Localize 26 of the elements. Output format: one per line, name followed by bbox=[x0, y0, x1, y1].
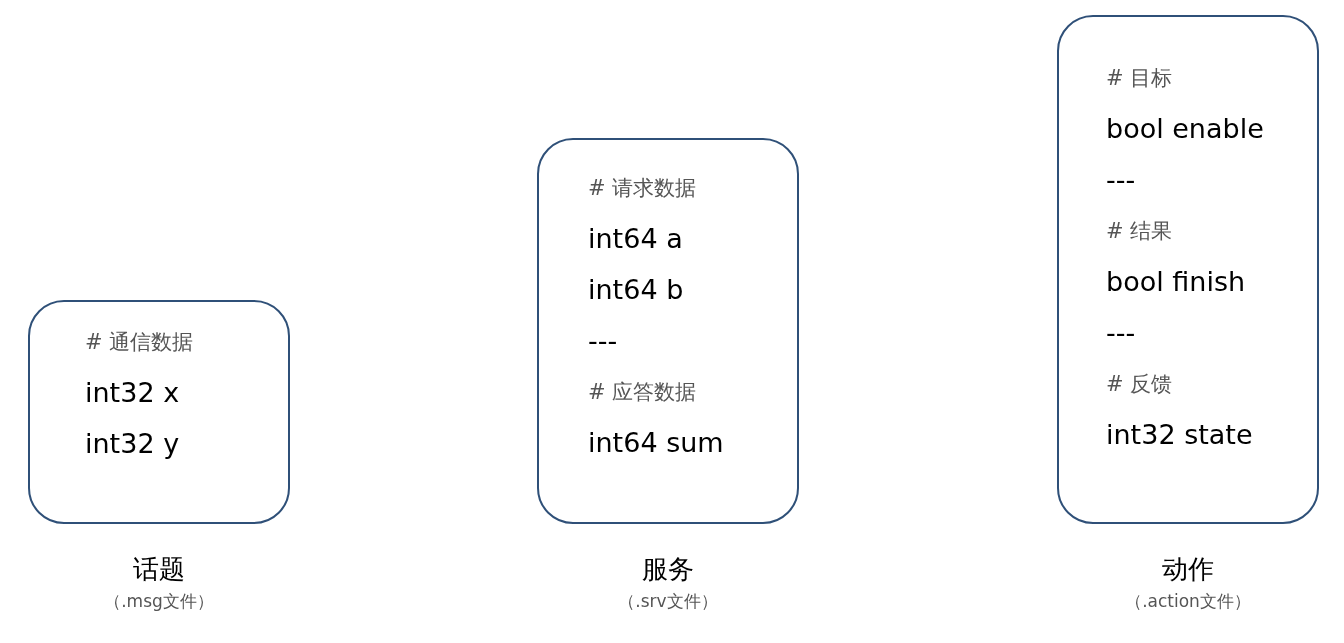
comment-text: # 目标 bbox=[1106, 66, 1173, 92]
code-line: int64 sum bbox=[588, 427, 724, 460]
comment-text: # 通信数据 bbox=[85, 330, 194, 356]
code-line: int32 y bbox=[85, 428, 180, 461]
caption-title: 话题 bbox=[133, 553, 185, 586]
code-line: int32 state bbox=[1106, 419, 1253, 452]
code-line: bool enable bbox=[1106, 113, 1264, 146]
comment-text: # 请求数据 bbox=[588, 176, 697, 202]
rounded-box bbox=[1057, 15, 1319, 524]
caption-title: 服务 bbox=[642, 553, 694, 586]
file-type-caption: （.srv文件） bbox=[618, 590, 718, 613]
code-line: bool finish bbox=[1106, 266, 1246, 299]
code-line: --- bbox=[1106, 317, 1136, 350]
code-line: int64 b bbox=[588, 274, 684, 307]
comment-text: # 应答数据 bbox=[588, 380, 697, 406]
rounded-box bbox=[28, 300, 290, 524]
file-type-caption: （.action文件） bbox=[1125, 590, 1251, 613]
caption-title: 动作 bbox=[1162, 553, 1214, 586]
code-line: --- bbox=[588, 325, 618, 358]
code-line: --- bbox=[1106, 164, 1136, 197]
code-line: int32 x bbox=[85, 377, 180, 410]
file-type-caption: （.msg文件） bbox=[104, 590, 214, 613]
comment-text: # 反馈 bbox=[1106, 372, 1173, 398]
code-line: int64 a bbox=[588, 223, 683, 256]
rounded-box bbox=[537, 138, 799, 524]
comment-text: # 结果 bbox=[1106, 219, 1173, 245]
